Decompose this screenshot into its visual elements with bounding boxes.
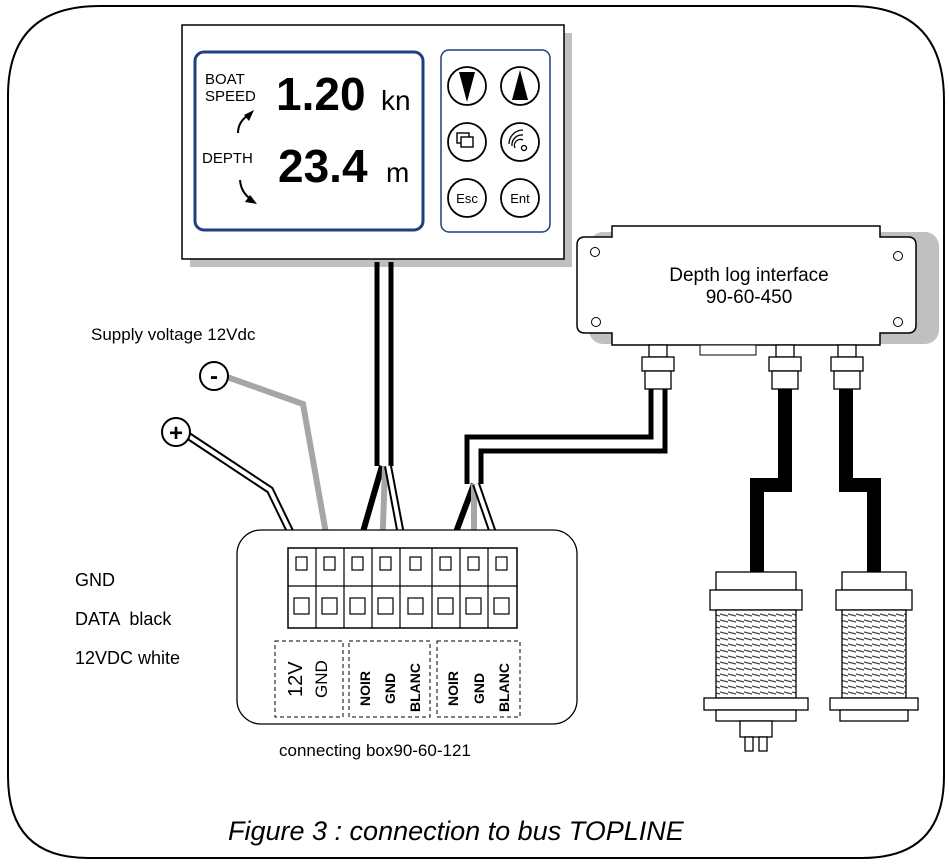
interface-title: Depth log interface bbox=[669, 265, 829, 286]
figure-caption: Figure 3 : connection to bus TOPLINE bbox=[228, 816, 685, 846]
down-arrow-head bbox=[245, 195, 257, 204]
label-noir-2: NOIR bbox=[445, 671, 461, 706]
speed-label-line2: SPEED bbox=[205, 88, 256, 105]
ent-button-label: Ent bbox=[510, 191, 530, 206]
legend-gnd: GND bbox=[75, 570, 115, 590]
label-blanc-2: BLANC bbox=[496, 663, 512, 712]
connecting-box: 12V GND NOIR GND BLANC NOIR GND BLANC bbox=[236, 529, 578, 725]
label-gnd-power: GND bbox=[312, 660, 331, 698]
terminal-dividers bbox=[288, 548, 517, 628]
triangle-down-icon bbox=[459, 72, 475, 102]
depth-unit: m bbox=[386, 157, 409, 188]
triangle-up-icon bbox=[512, 70, 528, 100]
connecting-box-caption: connecting box90-60-121 bbox=[279, 741, 471, 760]
depth-value: 23.4 bbox=[278, 140, 368, 192]
down-button[interactable] bbox=[447, 66, 487, 106]
terminal-screws bbox=[293, 556, 510, 615]
depth-log-interface: Depth log interface 90-60-450 bbox=[576, 225, 939, 390]
label-gnd-1: GND bbox=[382, 673, 398, 704]
speed-unit: kn bbox=[381, 85, 411, 116]
display-unit: BOAT SPEED 1.20 kn DEPTH 23.4 m bbox=[181, 24, 572, 267]
label-12v: 12V bbox=[285, 661, 307, 697]
pages-icon bbox=[456, 132, 474, 148]
speed-label-line1: BOAT bbox=[205, 71, 245, 88]
legend-data: DATA black bbox=[75, 609, 172, 629]
plus-icon: + bbox=[169, 420, 183, 447]
speed-value: 1.20 bbox=[276, 68, 366, 120]
up-button[interactable] bbox=[500, 66, 540, 106]
signal-icon bbox=[508, 129, 528, 152]
label-blanc-1: BLANC bbox=[407, 663, 423, 712]
plus-terminal: + bbox=[161, 417, 191, 447]
label-gnd-2: GND bbox=[471, 673, 487, 704]
cable-gland bbox=[641, 344, 864, 390]
esc-button[interactable]: Esc bbox=[447, 178, 487, 218]
signal-button[interactable] bbox=[500, 122, 540, 162]
transducer-left bbox=[703, 571, 809, 752]
interface-part-number: 90-60-450 bbox=[706, 287, 793, 308]
up-arrow-head bbox=[244, 110, 254, 121]
legend-12vdc: 12VDC white bbox=[75, 648, 180, 668]
supply-voltage-label: Supply voltage 12Vdc bbox=[91, 325, 256, 344]
label-noir-1: NOIR bbox=[357, 671, 373, 706]
display-screen bbox=[193, 50, 425, 232]
ent-button[interactable]: Ent bbox=[500, 178, 540, 218]
pages-button[interactable] bbox=[447, 122, 487, 162]
depth-label: DEPTH bbox=[202, 150, 253, 167]
outer-frame bbox=[7, 5, 945, 859]
minus-icon: - bbox=[210, 363, 218, 390]
transducer-right bbox=[829, 571, 919, 722]
esc-button-label: Esc bbox=[456, 191, 478, 206]
minus-terminal: - bbox=[199, 361, 229, 391]
wires bbox=[184, 262, 881, 572]
